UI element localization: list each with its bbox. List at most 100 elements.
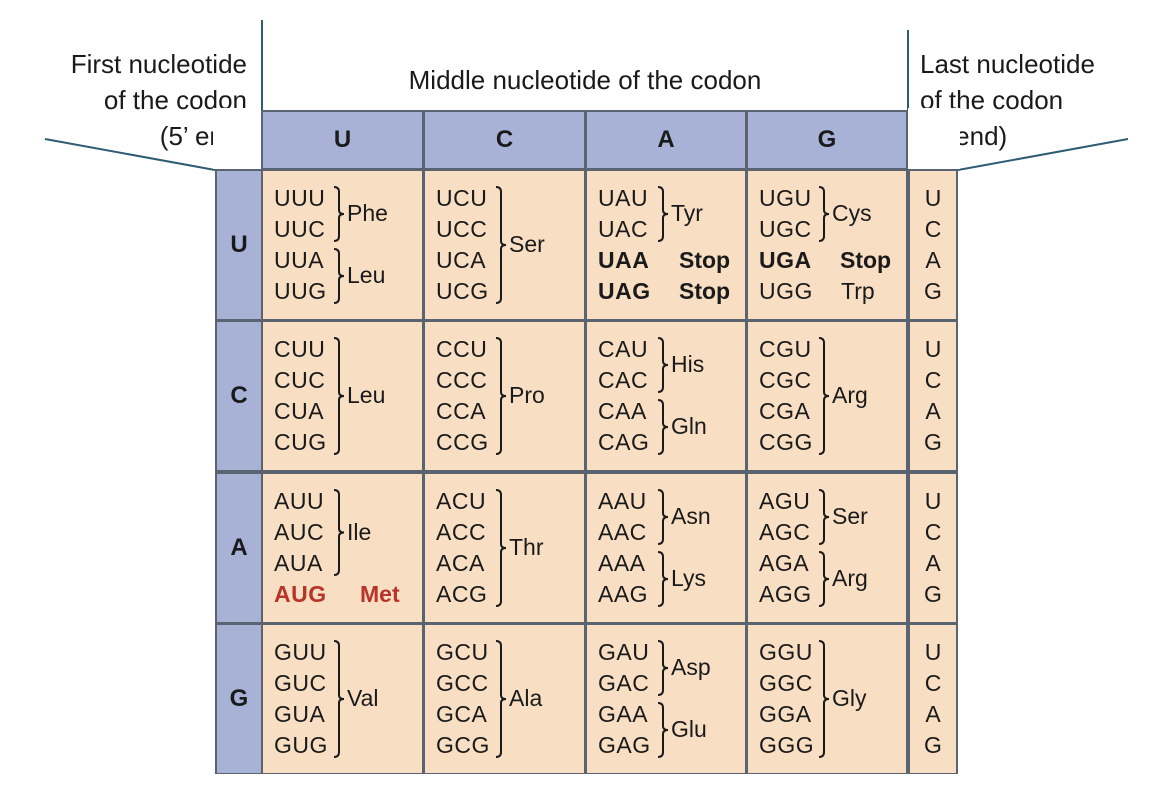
third-nucleotide-letter: A <box>925 701 941 727</box>
amino-acid-label: Stop <box>679 247 731 273</box>
group-brace <box>333 489 345 576</box>
third-nucleotide-letter: C <box>924 216 942 242</box>
amino-acid-label: Thr <box>509 534 544 560</box>
amino-acid-label: Leu <box>347 262 386 288</box>
third-nucleotide-letter: G <box>924 732 942 758</box>
group-brace <box>818 186 830 242</box>
group-brace <box>495 186 507 304</box>
first-nucleotide-header: G <box>217 625 261 773</box>
group-brace <box>818 551 830 607</box>
group-brace <box>657 186 669 242</box>
middle-nucleotide-header: C <box>425 112 584 168</box>
third-nucleotide-letter: U <box>924 488 942 514</box>
group-brace <box>657 399 669 455</box>
group-brace <box>495 640 507 758</box>
amino-acid-label: Pro <box>509 382 545 408</box>
first-label-line: First nucleotide <box>70 49 247 79</box>
amino-acid-label: Ala <box>509 685 543 711</box>
amino-acid-label: Glu <box>671 716 707 742</box>
table-corner <box>908 108 960 169</box>
first-nucleotide-label: First nucleotide of the codon (5’ end) <box>0 46 247 154</box>
amino-acid-label: Trp <box>841 278 875 304</box>
codon-text: CUC <box>274 367 326 393</box>
group-brace <box>333 186 345 242</box>
amino-acid-label: Val <box>347 685 379 711</box>
codon-text: AGG <box>759 581 812 607</box>
group-brace <box>495 337 507 455</box>
third-nucleotide-letter: C <box>924 670 942 696</box>
middle-nucleotide-label: Middle nucleotide of the codon <box>408 65 762 95</box>
third-nucleotide-letter: G <box>924 278 942 304</box>
third-nucleotide-letter: U <box>924 639 942 665</box>
codon-text: GCG <box>436 732 490 758</box>
group-brace <box>333 640 345 758</box>
codon-text: CAG <box>598 429 650 455</box>
codon-text: UCA <box>436 247 487 273</box>
codon-text: AGA <box>759 550 810 576</box>
codon-text: AAG <box>598 581 649 607</box>
first-nucleotide-header: U <box>217 171 261 319</box>
third-nucleotide-letter: U <box>924 185 942 211</box>
codon-text: GGG <box>759 732 815 758</box>
third-nucleotide-letter: A <box>925 550 941 576</box>
amino-acid-label: Ser <box>832 503 868 529</box>
group-brace <box>495 489 507 607</box>
codon-text: AUG <box>274 581 327 607</box>
amino-acid-label: Arg <box>832 382 868 408</box>
group-brace <box>657 640 669 696</box>
codon-text: GGU <box>759 639 813 665</box>
codon-text: CGA <box>759 398 811 424</box>
third-nucleotide-letter: A <box>925 247 941 273</box>
amino-acid-label: Asn <box>671 503 711 529</box>
codon-text: CAU <box>598 336 649 362</box>
amino-acid-label: Asp <box>671 654 711 680</box>
codon-text: CUU <box>274 336 326 362</box>
codon-text: GUG <box>274 732 328 758</box>
codon-text: GAA <box>598 701 649 727</box>
first-nucleotide-header: A <box>217 474 261 622</box>
middle-nucleotide-header: A <box>587 112 745 168</box>
codon-text: CGG <box>759 429 813 455</box>
codon-text: GUU <box>274 639 327 665</box>
codon-text: GUA <box>274 701 326 727</box>
codon-text: UAC <box>598 216 649 242</box>
group-brace <box>657 337 669 393</box>
codon-text: AAC <box>598 519 647 545</box>
codon-text: CCA <box>436 398 487 424</box>
codon-text: ACG <box>436 581 488 607</box>
codon-text: CGC <box>759 367 812 393</box>
amino-acid-label: Lys <box>671 565 706 591</box>
codon-text: GUC <box>274 670 327 696</box>
codon-text: CCU <box>436 336 488 362</box>
third-nucleotide-letter: G <box>924 581 942 607</box>
amino-acid-label: Phe <box>347 200 388 226</box>
codon-text: CGU <box>759 336 812 362</box>
codon-text: AAA <box>598 550 646 576</box>
codon-text: AUA <box>274 550 323 576</box>
amino-acid-label: Stop <box>679 278 731 304</box>
codon-text: UGG <box>759 278 813 304</box>
codon-text: UUU <box>274 185 326 211</box>
codon-text: CUA <box>274 398 325 424</box>
amino-acid-label: Gly <box>832 685 867 711</box>
middle-nucleotide-header: G <box>748 112 906 168</box>
codon-text: UGC <box>759 216 812 242</box>
group-brace <box>657 702 669 758</box>
third-nucleotide-letter: C <box>924 367 942 393</box>
codon-text: AGC <box>759 519 811 545</box>
